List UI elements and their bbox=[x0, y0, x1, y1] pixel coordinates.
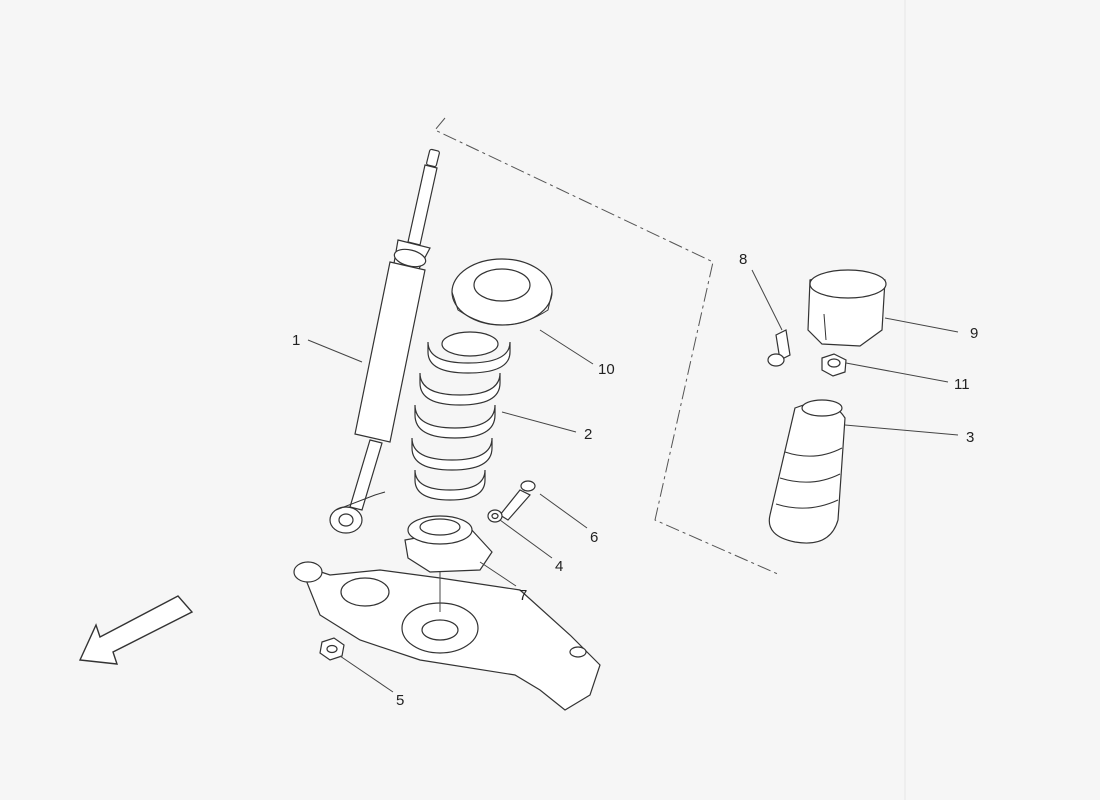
mount-bolt bbox=[767, 329, 791, 367]
leader-lines bbox=[307, 269, 959, 693]
lower-control-arm bbox=[293, 561, 601, 711]
upper-spring-seat bbox=[451, 258, 553, 326]
assembly-boundary bbox=[434, 117, 781, 576]
callout-3: 3 bbox=[966, 429, 974, 446]
callout-5: 5 bbox=[396, 692, 404, 709]
callout-8: 8 bbox=[739, 251, 747, 268]
nut bbox=[319, 637, 345, 661]
lower-spring-seat bbox=[404, 515, 493, 573]
callout-4: 4 bbox=[555, 558, 563, 575]
callout-1: 1 bbox=[292, 332, 300, 349]
washer bbox=[487, 509, 503, 523]
top-mount bbox=[807, 269, 887, 347]
coil-spring bbox=[411, 331, 511, 501]
callout-10: 10 bbox=[598, 361, 615, 378]
callout-11: 11 bbox=[954, 376, 970, 393]
callout-7: 7 bbox=[519, 587, 527, 604]
bolt bbox=[499, 480, 536, 521]
front-direction-arrow-icon bbox=[78, 595, 194, 665]
mount-nut bbox=[821, 353, 847, 377]
callout-6: 6 bbox=[590, 529, 598, 546]
callout-9: 9 bbox=[970, 325, 978, 342]
shock-absorber bbox=[329, 148, 440, 534]
callout-2: 2 bbox=[584, 426, 592, 443]
bump-stop bbox=[768, 399, 846, 544]
